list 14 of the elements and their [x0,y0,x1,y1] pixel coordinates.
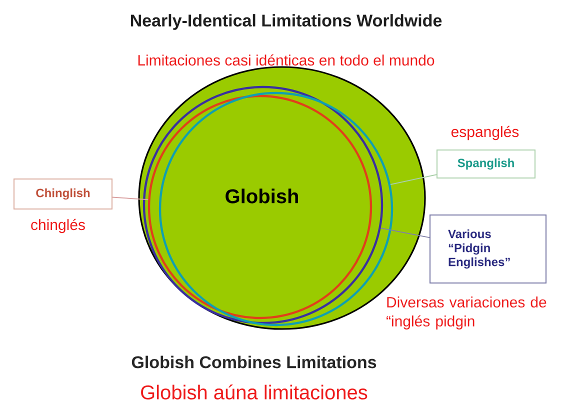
leader-line [380,228,430,238]
translation-text: espanglés [451,126,519,140]
subtitle: Limitaciones casi idénticas en todo el mundo [138,54,434,66]
label-box: Spanglish [436,150,536,178]
translation-text: chinglés [31,218,85,234]
title: Nearly-Identical Limitations Worldwide [130,14,442,30]
caption: Globish Combines Limitations [132,356,376,368]
translation-text: Diversas variaciones de “inglés pidgin [386,296,546,330]
label-box: Chinglish [14,178,112,210]
leader-line [112,196,149,200]
leader-line [390,174,437,185]
center-label: Globish [226,188,298,204]
label-box: Various “Pidgin Englishes” [430,214,546,284]
caption-translation: Globish aúna limitaciones [141,384,368,400]
